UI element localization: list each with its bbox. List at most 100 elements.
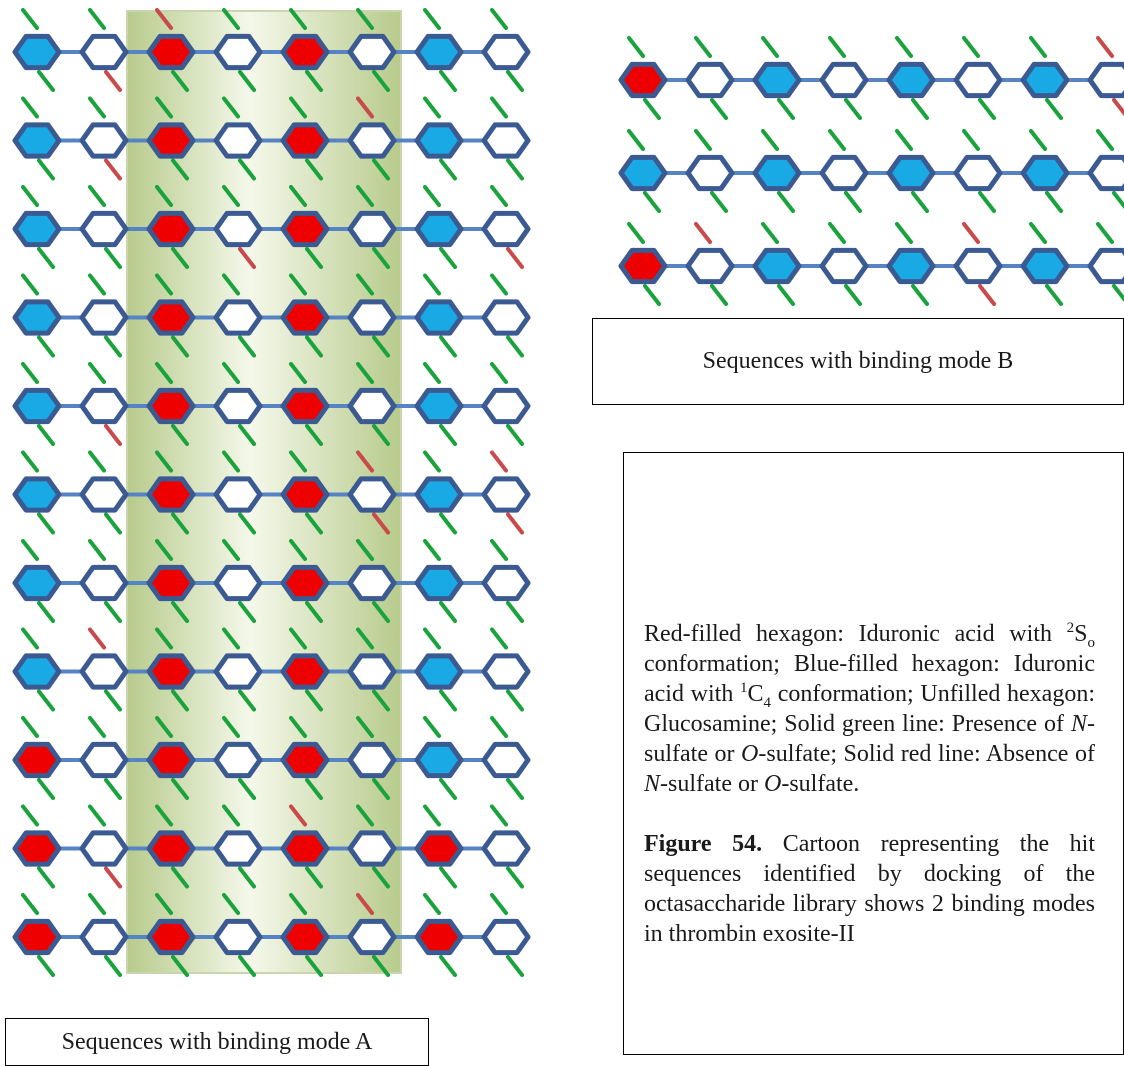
mode-a-sequences: [12, 8, 531, 977]
iduronic-2so-hexagon: [618, 247, 668, 285]
iduronic-1c4-hexagon: [12, 210, 62, 248]
glucosamine-hexagon: [953, 154, 1003, 192]
glucosamine-hexagon: [79, 564, 129, 602]
iduronic-1c4-hexagon: [414, 122, 464, 159]
glucosamine-hexagon: [481, 830, 531, 867]
glucosamine-hexagon: [79, 122, 129, 159]
glucosamine-hexagon: [347, 918, 397, 956]
mode-a-row: [12, 362, 531, 446]
iduronic-1c4-hexagon: [414, 33, 464, 71]
caption-mode-b-text: Sequences with binding mode B: [702, 348, 1014, 374]
mode-b-row: [618, 222, 1124, 306]
iduronic-2so-hexagon: [146, 830, 196, 867]
glucosamine-hexagon: [481, 299, 531, 336]
glucosamine-hexagon: [347, 564, 397, 602]
iduronic-2so-hexagon: [280, 918, 330, 956]
iduronic-1c4-hexagon: [12, 476, 62, 513]
iduronic-1c4-hexagon: [752, 247, 802, 285]
legend-n-italic: N: [1070, 711, 1087, 737]
iduronic-2so-hexagon: [146, 33, 196, 71]
iduronic-1c4-hexagon: [12, 653, 62, 690]
mode-a-row: [12, 8, 531, 92]
mode-a-row: [12, 716, 531, 800]
glucosamine-hexagon: [347, 33, 397, 71]
iduronic-1c4-hexagon: [1020, 154, 1070, 192]
iduronic-2so-hexagon: [280, 387, 330, 425]
legend-n-italic-2: N: [644, 771, 661, 797]
glucosamine-hexagon: [347, 741, 397, 779]
glucosamine-hexagon: [481, 564, 531, 602]
glucosamine-hexagon: [1087, 247, 1124, 285]
mode-b-row: [618, 129, 1124, 213]
iduronic-2so-hexagon: [414, 830, 464, 867]
iduronic-1c4-hexagon: [1020, 61, 1070, 99]
iduronic-2so-hexagon: [12, 830, 62, 867]
glucosamine-hexagon: [481, 122, 531, 159]
glucosamine-hexagon: [213, 122, 263, 159]
glucosamine-hexagon: [481, 653, 531, 690]
iduronic-2so-hexagon: [146, 653, 196, 690]
iduronic-2so-hexagon: [146, 299, 196, 336]
figure-text: Cartoon representing the hit sequences i…: [644, 831, 1096, 947]
glucosamine-hexagon: [1087, 61, 1124, 99]
iduronic-1c4-hexagon: [12, 387, 62, 425]
iduronic-2so-hexagon: [280, 741, 330, 779]
glucosamine-hexagon: [213, 299, 263, 336]
legend-red-line-label: -sulfate; Solid red line: Absence of: [758, 741, 1095, 767]
glucosamine-hexagon: [347, 653, 397, 690]
glucosamine-hexagon: [685, 154, 735, 192]
glucosamine-hexagon: [213, 476, 263, 513]
iduronic-1c4-hexagon: [414, 299, 464, 336]
glucosamine-hexagon: [347, 122, 397, 159]
legend-description: Red-filled hexagon: Iduronic acid with 2…: [644, 619, 1095, 799]
glucosamine-hexagon: [79, 299, 129, 336]
mode-a-row: [12, 273, 531, 358]
glucosamine-hexagon: [213, 33, 263, 71]
glucosamine-hexagon: [481, 387, 531, 425]
glucosamine-hexagon: [481, 476, 531, 513]
iduronic-2so-hexagon: [280, 122, 330, 159]
glucosamine-hexagon: [953, 247, 1003, 285]
glucosamine-hexagon: [79, 387, 129, 425]
iduronic-2so-hexagon: [280, 830, 330, 867]
mode-a-row: [12, 96, 531, 181]
figure-number: Figure 54.: [644, 831, 763, 857]
iduronic-2so-hexagon: [146, 210, 196, 248]
glucosamine-hexagon: [213, 653, 263, 690]
mode-b-row: [618, 36, 1124, 120]
glucosamine-hexagon: [213, 564, 263, 602]
iduronic-1c4-hexagon: [414, 741, 464, 779]
legend-blue-sup: 1: [740, 680, 748, 696]
iduronic-1c4-hexagon: [12, 564, 62, 602]
iduronic-2so-hexagon: [146, 741, 196, 779]
iduronic-1c4-hexagon: [618, 154, 668, 192]
legend-sulfate-or-2: -sulfate or: [660, 771, 764, 797]
iduronic-2so-hexagon: [280, 299, 330, 336]
legend-unfilled-label: conformation; Unfilled hexagon: Glucosam…: [644, 681, 1095, 737]
iduronic-2so-hexagon: [280, 653, 330, 690]
glucosamine-hexagon: [79, 33, 129, 71]
iduronic-1c4-hexagon: [414, 387, 464, 425]
iduronic-1c4-hexagon: [752, 154, 802, 192]
glucosamine-hexagon: [819, 61, 869, 99]
iduronic-2so-hexagon: [146, 918, 196, 956]
iduronic-1c4-hexagon: [886, 247, 936, 285]
figure-caption: Figure 54. Cartoon representing the hit …: [644, 829, 1095, 949]
mode-a-row: [12, 539, 531, 623]
mode-a-row: [12, 450, 531, 535]
legend-red-label: Red-filled hexagon: Iduronic acid with: [644, 621, 1052, 647]
mode-a-row: [12, 185, 531, 269]
legend-blue-label: conformation; Blue-filled hexagon: Iduro…: [644, 651, 1095, 707]
iduronic-2so-hexagon: [146, 476, 196, 513]
legend-sulfate-or: -sulfate or: [644, 711, 1095, 767]
iduronic-2so-hexagon: [146, 387, 196, 425]
iduronic-1c4-hexagon: [414, 210, 464, 248]
iduronic-2so-hexagon: [618, 61, 668, 99]
mode-b-sequences: [618, 36, 1124, 306]
legend-o-italic-2: O: [763, 771, 782, 797]
caption-mode-a: Sequences with binding mode A: [5, 1018, 429, 1066]
glucosamine-hexagon: [953, 61, 1003, 99]
glucosamine-hexagon: [481, 918, 531, 956]
iduronic-1c4-hexagon: [12, 33, 62, 71]
